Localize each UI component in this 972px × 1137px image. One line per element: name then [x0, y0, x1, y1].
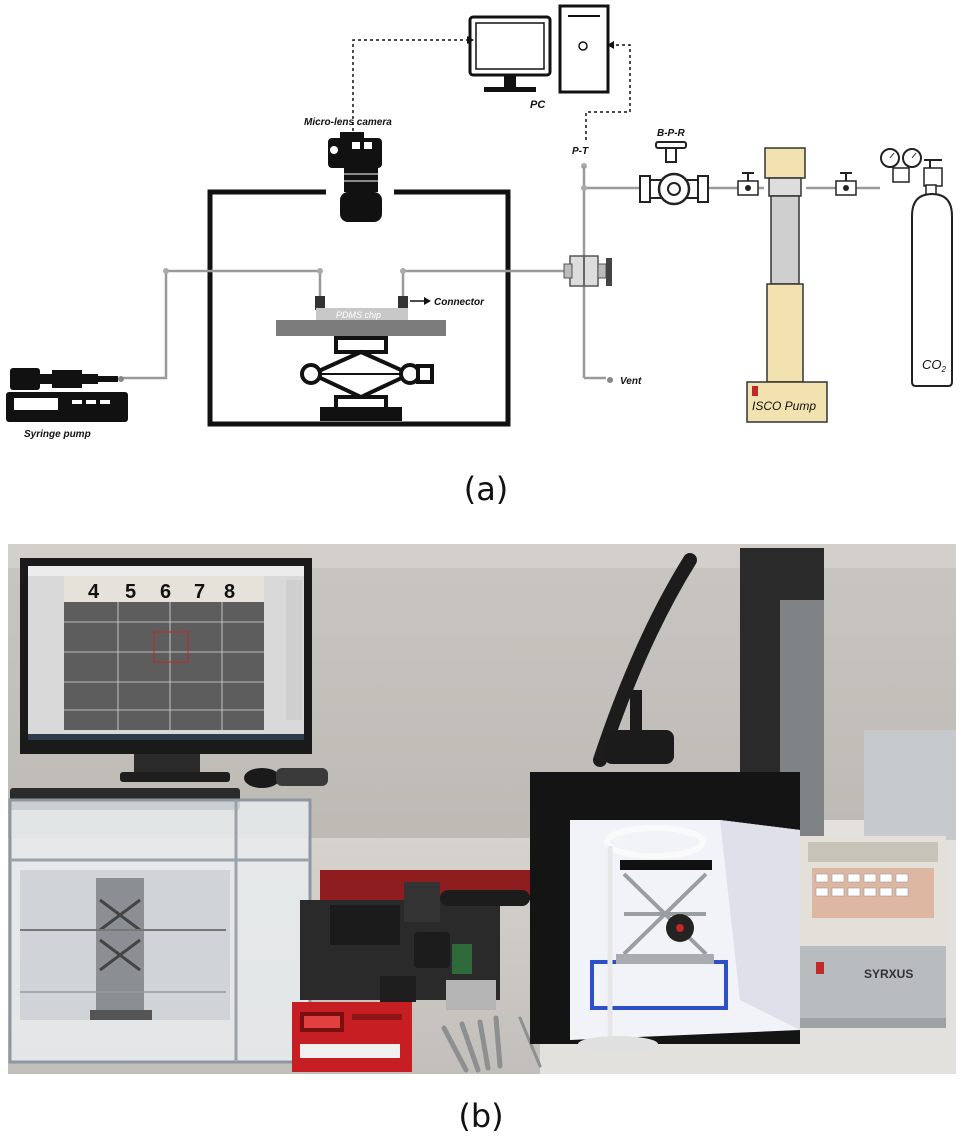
syringe-pump-icon — [6, 368, 128, 422]
mouse — [244, 768, 280, 788]
clear-cabinet — [8, 798, 312, 1064]
pc-tower-icon — [558, 4, 610, 94]
three-way-valve-icon — [563, 255, 612, 287]
pc-monitor-icon — [468, 15, 552, 92]
camera-label: Micro-lens camera — [304, 117, 392, 128]
red-syringe-pump — [292, 976, 416, 1072]
schematic-panel: PC Micro-lens camera P-T — [6, 4, 953, 508]
vent-outlet — [607, 377, 613, 383]
ruler-mark-7: 7 — [194, 581, 205, 603]
bpr-valve-icon — [639, 141, 709, 206]
pt-label: P-T — [572, 146, 589, 157]
vent-label: Vent — [620, 376, 642, 387]
pt-to-pc-link — [585, 44, 631, 140]
connector-right — [398, 296, 408, 310]
camera-to-pc-link — [352, 39, 467, 131]
bpr-label: B-P-R — [657, 128, 686, 139]
co2-cylinder-icon — [911, 184, 953, 387]
ruler-mark-6: 6 — [160, 581, 171, 603]
syrxus-instrument — [800, 836, 946, 1028]
lab-jack-icon — [300, 336, 434, 421]
syringe-pump-label: Syringe pump — [24, 429, 91, 440]
connector-left — [315, 296, 325, 310]
connector-label: Connector — [434, 297, 485, 308]
photo-camera — [604, 730, 674, 764]
camera-icon — [328, 132, 382, 222]
ruler-mark-8: 8 — [224, 581, 235, 603]
ruler-mark-5: 5 — [125, 581, 136, 603]
isco-pump-label: ISCO Pump — [752, 399, 816, 413]
needle-valve-2-icon — [835, 172, 857, 196]
co2-label: CO2 — [922, 357, 947, 374]
pdms-chip — [316, 308, 408, 320]
pdms-chip-label: PDMS chip — [336, 310, 381, 320]
chip-stage — [276, 320, 446, 336]
bench-apparatus — [300, 870, 530, 1010]
instrument-brand: SYRXUS — [864, 967, 913, 981]
caption-a: (a) — [464, 470, 509, 508]
pc-label: PC — [530, 99, 546, 111]
caption-b: (b) — [458, 1097, 503, 1135]
monitor — [20, 558, 312, 782]
light-box — [530, 772, 800, 1052]
needle-valve-1-icon — [737, 172, 759, 196]
ruler-mark-4: 4 — [88, 581, 100, 603]
co2-regulator-icon — [880, 148, 943, 187]
photo-panel: 4 5 6 7 8 — [8, 544, 956, 1135]
isco-pump-icon — [746, 147, 828, 423]
